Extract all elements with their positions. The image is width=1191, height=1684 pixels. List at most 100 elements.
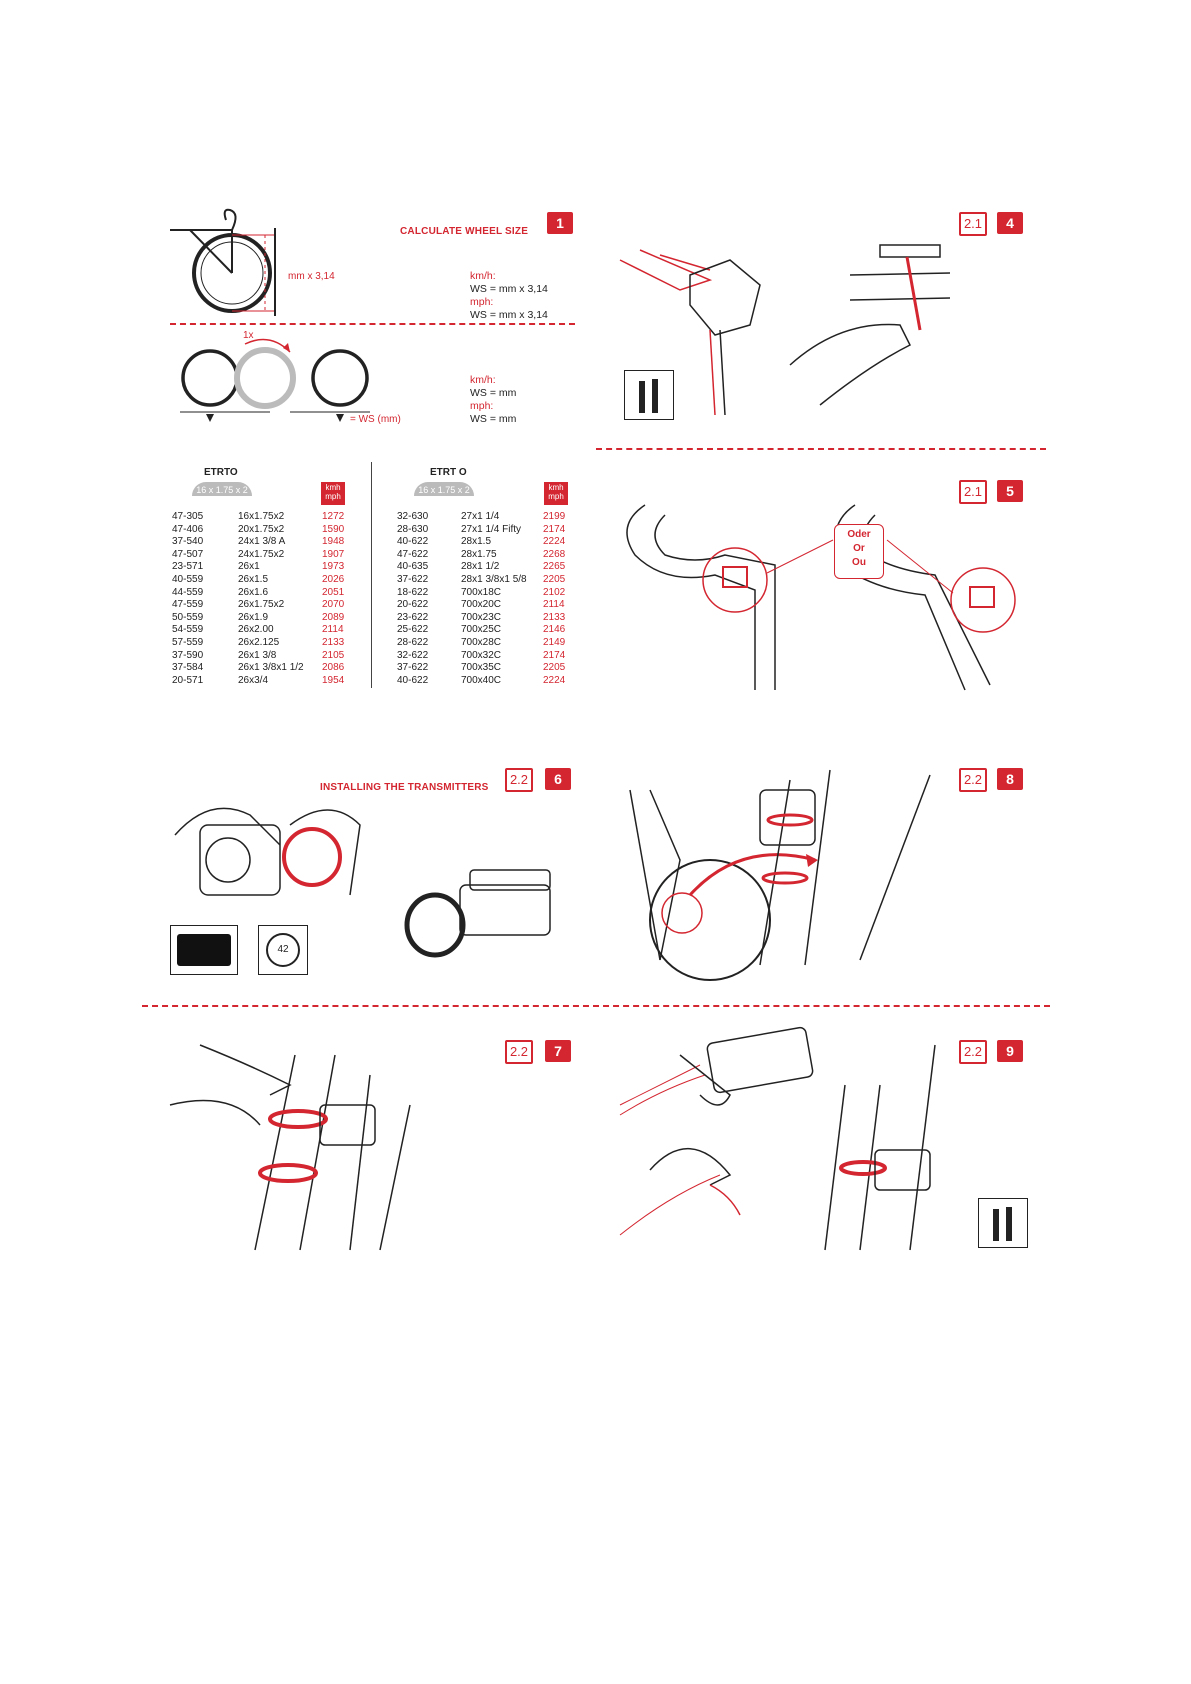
section-badge: 2.1	[959, 212, 987, 236]
tire-size: 28x1 3/8x1 5/8	[461, 573, 527, 585]
wheel-circumference: 2133	[543, 611, 566, 623]
ring-size-icon: 42	[258, 925, 308, 975]
wheel-circumference: 2199	[543, 511, 566, 522]
mph-label: mph:	[470, 400, 494, 412]
etrto-code: 37-622	[397, 573, 429, 585]
tire-size: 26x1.6	[238, 586, 269, 598]
strap-transmitter-illustration	[169, 1044, 411, 1251]
etrto-code: 40-559	[172, 573, 204, 585]
step-badge: 1	[547, 212, 573, 234]
wheel-circumference: 2089	[322, 611, 345, 623]
tire-size: 26x1 3/8x1 1/2	[238, 662, 304, 674]
tire-size: 26x2.00	[238, 624, 274, 636]
zip-tie-icon	[978, 1198, 1028, 1248]
etrto-code: 23-571	[172, 561, 204, 573]
wheel-circumference: 2146	[543, 624, 566, 636]
wheel-circumference: 2149	[543, 636, 566, 648]
ws-block-1: km/h: WS = mm x 3,14 mph: WS = mm x 3,14	[470, 270, 548, 322]
section-divider	[596, 448, 1046, 450]
wheel-circumference: 2105	[322, 649, 345, 661]
step-badge: 6	[545, 768, 571, 790]
tire-size: 26x2.125	[238, 636, 280, 648]
step-badge: 4	[997, 212, 1023, 234]
tire-size: 26x1.5	[238, 573, 269, 585]
tire-size: 24x1 3/8 A	[238, 536, 286, 548]
etrto-code: 28-630	[397, 523, 429, 535]
etrto-code: 40-635	[397, 561, 429, 573]
table-row: 54-559 26x2.00 2114	[172, 624, 352, 637]
tire-size: 16x1.75x2	[238, 511, 285, 522]
table-row: 25-622 700x25C 2146	[397, 624, 573, 637]
tire-size: 26x3/4	[238, 674, 269, 686]
tire-size: 27x1 1/4 Fifty	[461, 523, 522, 535]
wheel-circumference: 1590	[322, 523, 345, 535]
unit-bottom: mph	[548, 492, 564, 501]
etrto-code: 47-406	[172, 523, 204, 535]
tire-size: 700x25C	[461, 624, 502, 636]
tire-size: 27x1 1/4	[461, 511, 500, 522]
wheel-circumference: 2174	[543, 649, 566, 661]
ws-mm-label: = WS (mm)	[350, 414, 401, 425]
etrto-code: 37-540	[172, 536, 204, 548]
etrto-code: 54-559	[172, 624, 204, 636]
section-badge: 2.2	[505, 768, 533, 792]
step-badge: 9	[997, 1040, 1023, 1062]
transmitter-icon	[170, 925, 238, 975]
etrto-code: 28-622	[397, 636, 429, 648]
tire-size: 26x1.9	[238, 611, 269, 623]
tire-size: 700x35C	[461, 662, 502, 674]
table-row: 37-622 700x35C 2205	[397, 662, 573, 675]
section-badge: 2.2	[505, 1040, 533, 1064]
tire-size: 700x23C	[461, 611, 502, 623]
tire-size: 28x1.75	[461, 548, 497, 560]
tire-scale: 16 x 1.75 x 2	[414, 482, 474, 496]
etrto-header: ETRT O	[430, 467, 467, 478]
etrto-code: 50-559	[172, 611, 204, 623]
wheel-circumference: 2133	[322, 636, 345, 648]
wheel-circumference: 2205	[543, 662, 566, 674]
tire-size: 700x18C	[461, 586, 502, 598]
transmitter-ring-illustration	[174, 807, 551, 958]
table-row: 37-622 28x1 3/8x1 5/8 2205	[397, 574, 573, 587]
etrto-code: 32-630	[397, 511, 429, 522]
etrto-code: 47-559	[172, 599, 204, 611]
wheel-circumference: 2102	[543, 586, 566, 598]
tire-size: 26x1	[238, 561, 260, 573]
zip-tie-icon	[624, 370, 674, 420]
ou-label: Ou	[852, 557, 866, 568]
tire-size: 28x1.5	[461, 536, 492, 548]
tire-size: 24x1.75x2	[238, 548, 285, 560]
etrto-code: 37-622	[397, 662, 429, 674]
section-badge: 2.1	[959, 480, 987, 504]
kmh-label: km/h:	[470, 270, 496, 282]
wheel-circumference: 1272	[322, 511, 345, 522]
measure-label: mm x 3,14	[288, 271, 335, 282]
etrto-code: 25-622	[397, 624, 429, 636]
wheel-circumference: 2265	[543, 561, 566, 573]
wheel-circumference: 2114	[322, 624, 344, 636]
step-badge: 7	[545, 1040, 571, 1062]
wheel-circumference: 2114	[543, 599, 565, 611]
etrto-code: 37-590	[172, 649, 204, 661]
wheel-circumference: 2205	[543, 573, 566, 585]
section-badge: 2.2	[959, 1040, 987, 1064]
kmh-label: km/h:	[470, 374, 496, 386]
etrto-code: 40-622	[397, 674, 429, 686]
unit-bottom: mph	[325, 492, 341, 501]
tire-size: 700x28C	[461, 636, 502, 648]
ring-label: 42	[266, 933, 300, 967]
